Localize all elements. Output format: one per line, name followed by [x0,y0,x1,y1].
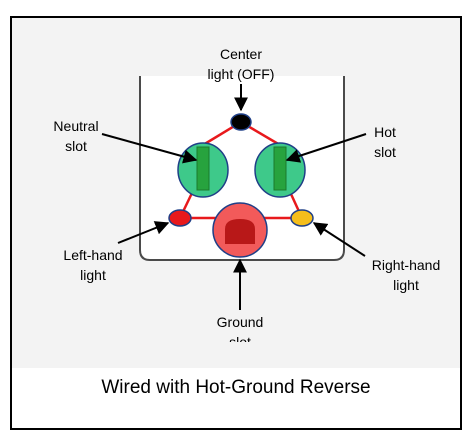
left-hand-light [168,209,192,227]
right-hand-light [290,209,314,227]
ground-slot-label: Ground slot [216,314,264,342]
ground-slot [225,219,255,244]
right-hand-light-label: Right-hand light [371,257,441,293]
diagram-caption: Wired with Hot-Ground Reverse [101,377,371,398]
left-light-arrow [117,221,170,244]
right-light-arrow [312,222,366,257]
hot-arrow [285,133,367,163]
neutral-arrow [101,133,198,164]
neutral-slot [196,146,210,191]
center-light-label: Center light (OFF) [207,46,275,82]
center-light [230,113,252,131]
caption-band [12,368,460,428]
hot-slot [273,146,287,191]
neutral-slot-label: Neutral slot [53,118,99,154]
left-hand-light-label: Left-hand light [63,247,123,283]
hot-slot-label: Hot slot [374,124,396,160]
